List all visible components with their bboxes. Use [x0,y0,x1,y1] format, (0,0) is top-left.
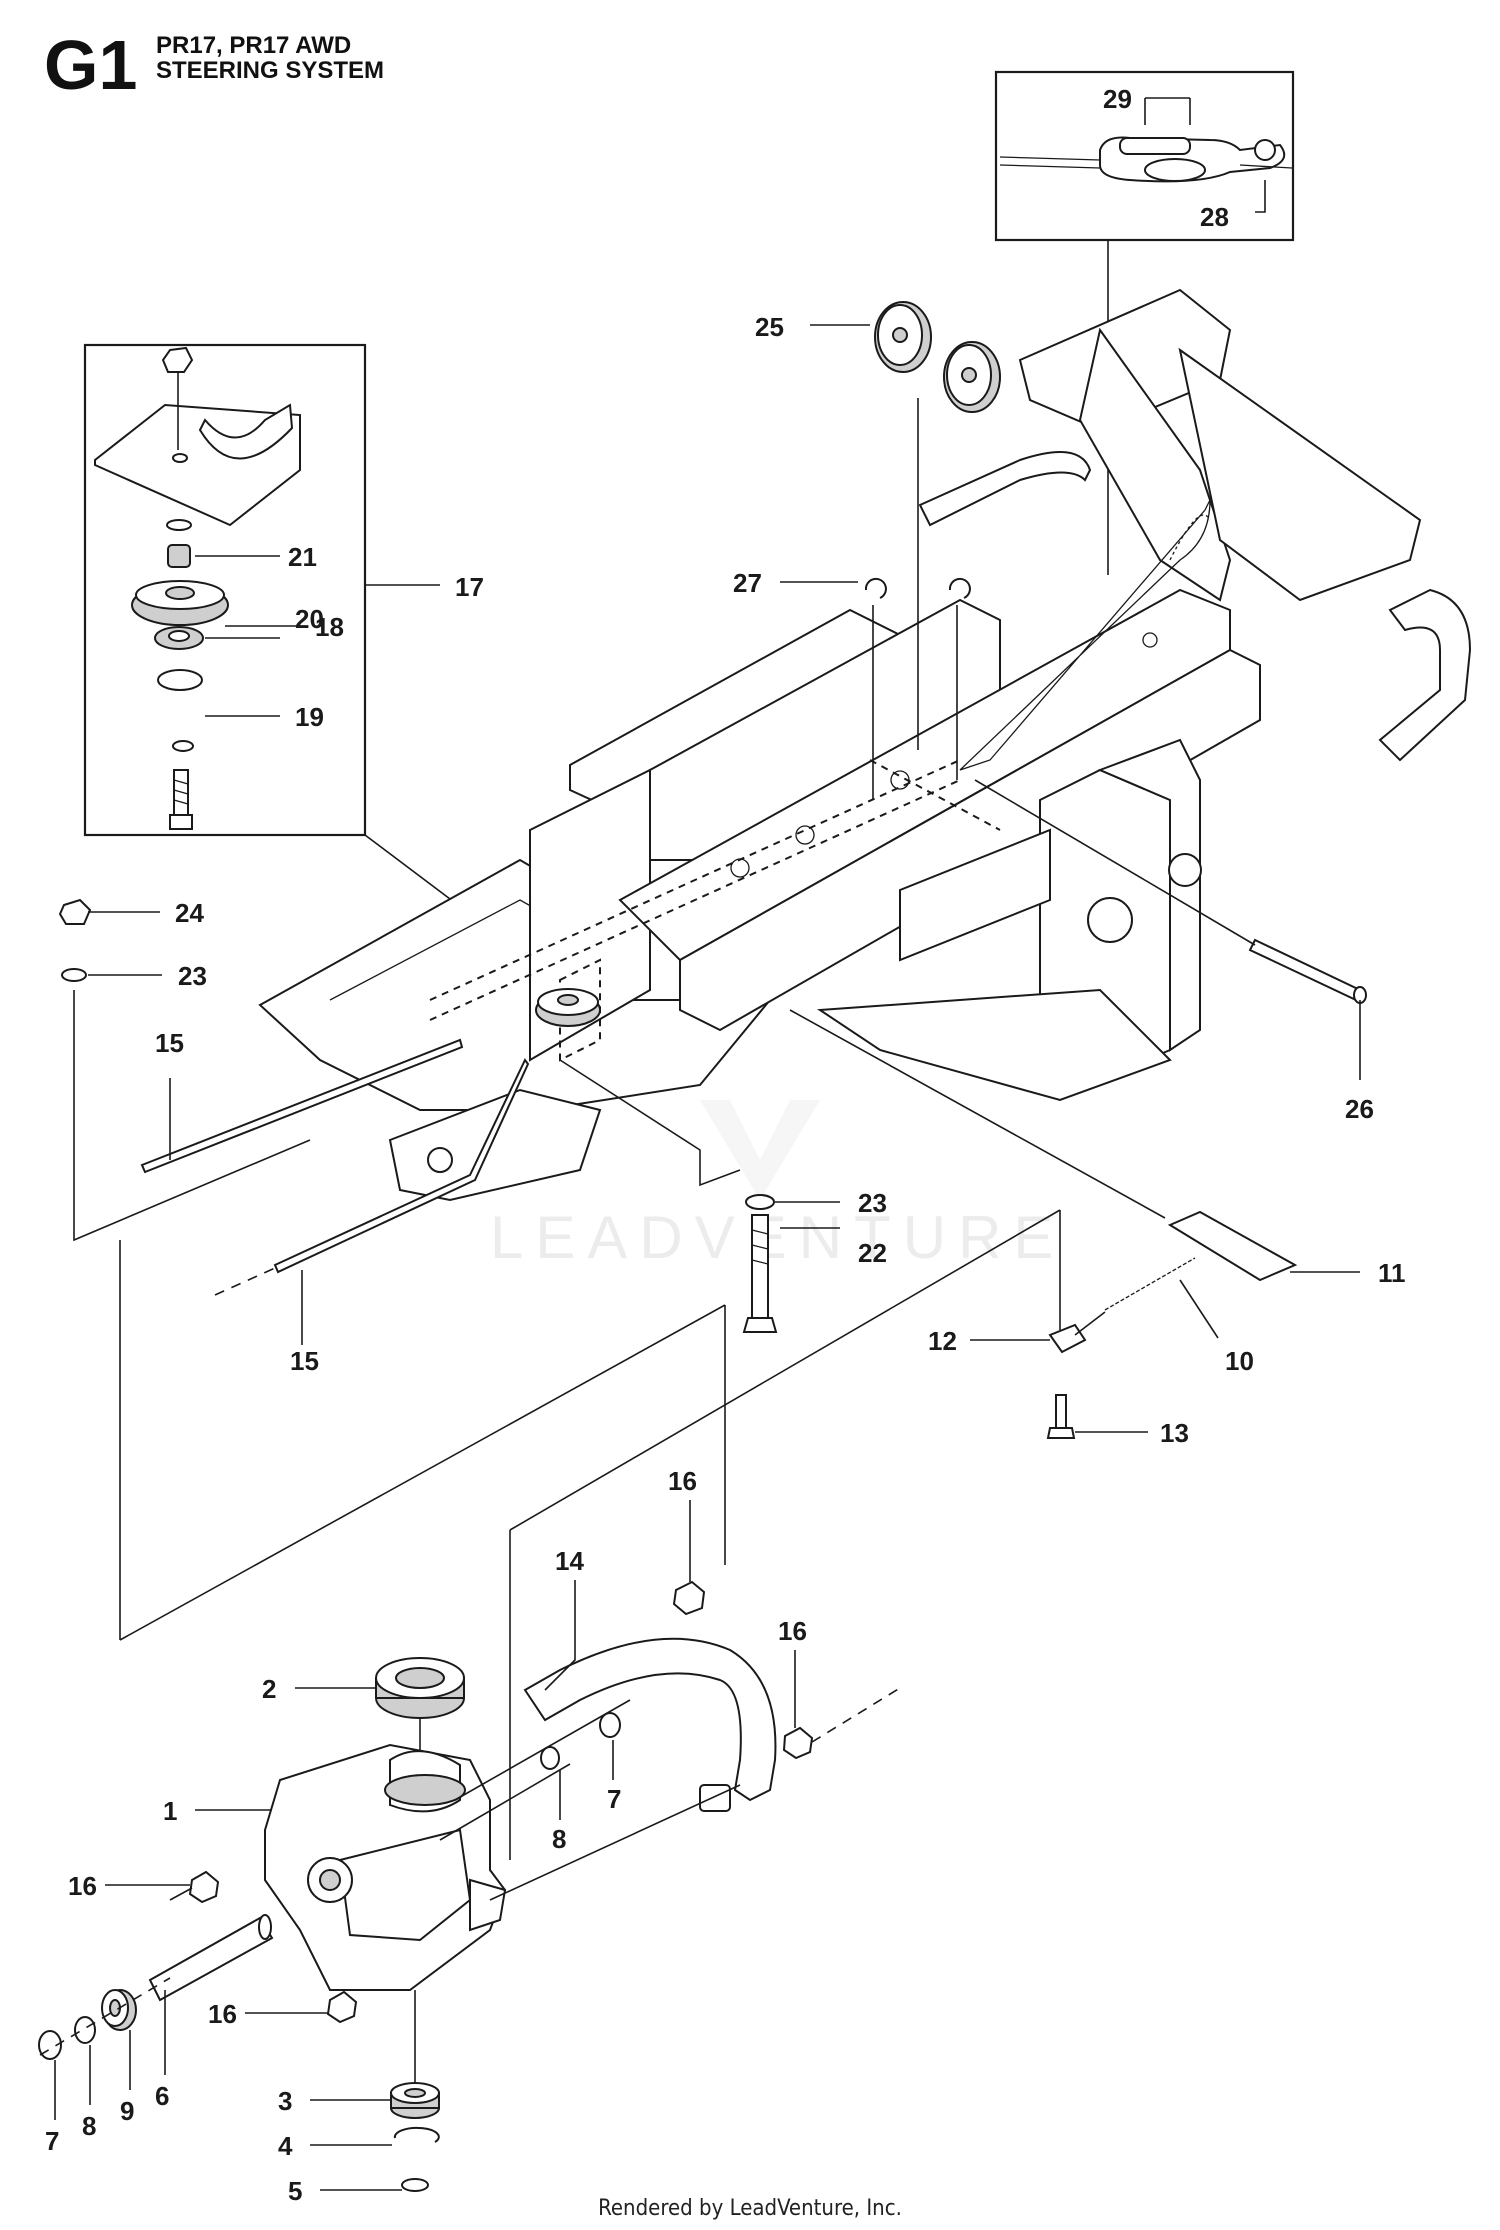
cross-path-line [869,759,1001,831]
idler-pulleys [874,301,1001,413]
callout-8-b: 8 [82,2111,96,2141]
diagram-code: G1 [44,26,138,104]
callout-6: 6 [155,2081,169,2111]
e-clip-icon [864,577,887,599]
callout-23-b: 23 [858,1188,887,1218]
pulley-detail-inset [83,343,367,837]
callout-12: 12 [928,1326,957,1356]
pulley-location-box [559,958,601,1062]
nut-icon-16b [782,1726,814,1760]
nut-icon-16c [188,1870,220,1904]
callout-2: 2 [262,1674,276,1704]
bearing-side [101,1989,137,2031]
callout-5: 5 [288,2176,302,2206]
pivot-pin [1248,938,1367,1004]
callout-1: 1 [163,1796,177,1826]
callout-29: 29 [1103,84,1132,114]
callout-11: 11 [1378,1258,1406,1288]
callout-25: 25 [755,312,784,342]
e-clip-icon-2 [948,577,971,599]
callout-7: 7 [607,1784,621,1814]
steering-housing [264,1743,507,1991]
callout-labels: 29 28 25 21 17 18 20 19 27 24 23 15 26 2… [45,84,1406,2206]
callout-15: 15 [155,1028,184,1058]
callout-22: 22 [858,1238,887,1268]
circlip-icon [393,2126,440,2143]
callout-20: 20 [295,604,324,634]
bearing-bottom [390,2082,440,2119]
frame-pulley [535,988,601,1027]
chain-link-detail-inset [994,70,1295,242]
model-name: PR17, PR17 AWD [156,32,352,59]
callout-16-c: 16 [68,1871,97,1901]
mower-frame [258,288,1472,1202]
nut-icon-16a [672,1580,706,1616]
callout-8: 8 [552,1824,566,1854]
callout-4: 4 [278,2131,293,2161]
callout-19: 19 [295,702,324,732]
section-title: STEERING SYSTEM [156,57,385,84]
snap-ring-icon [599,1712,621,1738]
callout-26: 26 [1345,1094,1374,1124]
ring-icon [401,2178,429,2192]
footer-credit: Rendered by LeadVenture, Inc. [598,2196,902,2221]
callout-16-d: 16 [208,1999,237,2029]
washer-icon-8 [540,1746,560,1770]
chain-path-line [429,759,961,1001]
callout-24: 24 [175,898,204,928]
bearing-top [375,1657,465,1719]
callout-7-b: 7 [45,2126,59,2156]
nut-icon-16d [326,1990,358,2024]
steering-chain [959,499,1211,771]
callout-28: 28 [1200,202,1229,232]
nut-icon [58,898,92,925]
washer-icon-8b [74,2016,96,2044]
steering-rod-2 [273,1058,530,1274]
washer-icon [61,968,87,982]
washer-icon-2 [745,1194,775,1210]
steering-rod [140,1038,464,1174]
callout-leaders [54,97,1361,2191]
callout-16-a: 16 [668,1466,697,1496]
spring-link [1048,1323,1087,1354]
tension-spring [1104,1257,1196,1311]
callout-23: 23 [178,961,207,991]
callout-10: 10 [1225,1346,1254,1376]
callout-13: 13 [1160,1418,1189,1448]
screw-icon [1055,1394,1067,1431]
callout-9: 9 [120,2096,134,2126]
callout-27: 27 [733,568,762,598]
callout-16-b: 16 [778,1616,807,1646]
watermark: LEADVENTURE [490,1204,1065,1271]
watermark-logo-icon [700,1100,820,1200]
spring-plate [1167,1210,1298,1282]
callout-15-b: 15 [290,1346,319,1376]
shaft [148,1916,274,2002]
callout-17: 17 [455,572,484,602]
callout-14: 14 [555,1546,584,1576]
callout-21: 21 [288,542,317,572]
callout-18: 18 [315,612,344,642]
steering-strap [523,1637,777,1802]
chain-path-line-lower [429,779,961,1021]
callout-3: 3 [278,2086,292,2116]
